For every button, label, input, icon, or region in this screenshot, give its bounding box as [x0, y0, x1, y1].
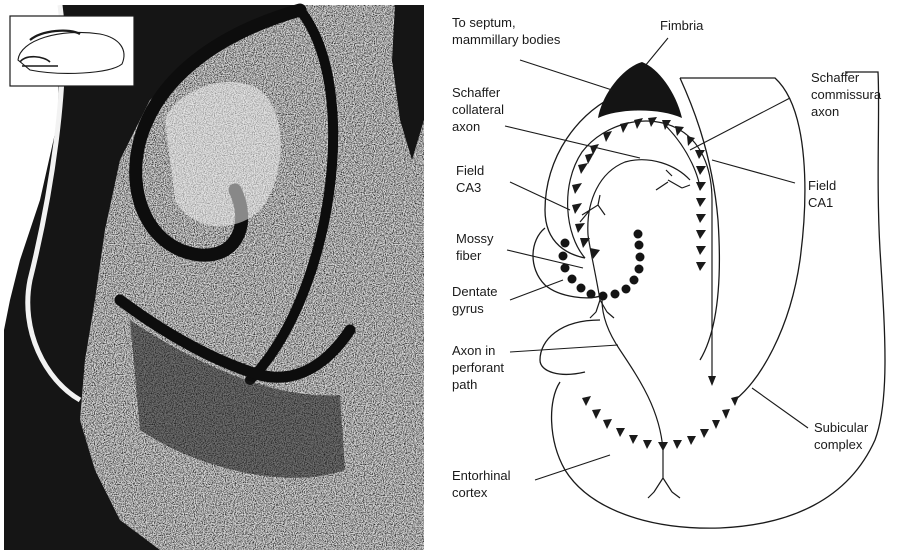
- granule-cell: [577, 284, 586, 293]
- label-field-ca3-2: CA3: [456, 180, 481, 195]
- entorhinal-cell: [700, 429, 709, 438]
- pyramidal-cell: [696, 182, 706, 191]
- leader-subicular-complex: [752, 388, 808, 428]
- ca1-dendrite: [656, 170, 690, 190]
- inset-diagram: [10, 16, 134, 86]
- hilus-region: [165, 82, 281, 226]
- label-schaffer-commissural-3: axon: [811, 104, 839, 119]
- entorhinal-cell: [616, 428, 625, 437]
- label-dentate-gyrus-2: gyrus: [452, 301, 484, 316]
- label-schaffer-collateral: Schaffer: [452, 85, 501, 100]
- leader-to-septum: [520, 60, 612, 90]
- entorhinal-cell: [731, 396, 739, 406]
- pyramidal-cell: [580, 238, 590, 248]
- ca1-axon-arrowhead: [708, 376, 716, 386]
- label-schaffer-commissural-2: commissura: [811, 87, 882, 102]
- pyramidal-cell: [575, 223, 585, 233]
- pyramidal-cell: [696, 166, 706, 175]
- label-field-ca3: Field: [456, 163, 484, 178]
- label-subicular-complex-2: complex: [814, 437, 863, 452]
- label-fimbria: Fimbria: [660, 18, 704, 33]
- label-perforant-path-2: perforant: [452, 360, 504, 375]
- pyramidal-cell: [696, 262, 706, 271]
- granule-cell: [635, 241, 644, 250]
- granule-cell: [561, 239, 570, 248]
- granule-cell: [611, 290, 620, 299]
- entorhinal-cell: [673, 440, 682, 449]
- granule-cell: [622, 285, 631, 294]
- entorhinal-cell: [658, 442, 668, 451]
- pyramidal-cell: [696, 230, 706, 239]
- label-dentate-gyrus: Dentate: [452, 284, 498, 299]
- leader-entorhinal-cortex: [535, 455, 610, 480]
- ca1-pyramidal-cells: [620, 117, 706, 271]
- entorhinal-cell: [687, 436, 696, 445]
- leader-dentate-gyrus: [510, 280, 563, 300]
- label-schaffer-collateral-2: collateral: [452, 102, 504, 117]
- leader-schaffer-commissural: [690, 98, 790, 150]
- pyramidal-cell: [634, 118, 643, 129]
- granule-cell: [568, 275, 577, 284]
- entorhinal-cell: [629, 435, 638, 444]
- leader-mossy-fiber: [507, 250, 583, 268]
- pyramidal-cell: [585, 153, 594, 164]
- label-mossy-fiber-2: fiber: [456, 248, 482, 263]
- entorhinal-cell: [722, 409, 730, 419]
- entorhinal-cell: [592, 409, 601, 419]
- granule-cell: [587, 290, 596, 299]
- leader-perforant-path: [510, 345, 618, 352]
- label-field-ca1: Field: [808, 178, 836, 193]
- leader-field-ca3: [510, 182, 570, 210]
- pyramidal-cell: [620, 122, 629, 133]
- granule-cell: [635, 265, 644, 274]
- granule-cell: [636, 253, 645, 262]
- entorhinal-cell: [582, 396, 591, 406]
- label-entorhinal-cortex-2: cortex: [452, 485, 488, 500]
- schaffer-commissural-path: [665, 125, 700, 190]
- label-schaffer-commissural: Schaffer: [811, 70, 860, 85]
- pyramidal-cell: [696, 246, 706, 255]
- label-to-septum: To septum,: [452, 15, 516, 30]
- entorhinal-cell: [643, 440, 652, 449]
- label-entorhinal-cortex: Entorhinal: [452, 468, 511, 483]
- circuit-diagram: To septum, mammillary bodies Fimbria Sch…: [452, 15, 885, 528]
- label-perforant-path: Axon in: [452, 343, 495, 358]
- label-perforant-path-3: path: [452, 377, 477, 392]
- outer-c-outline: [533, 90, 628, 298]
- label-subicular-complex: Subicular: [814, 420, 869, 435]
- perforant-path-axon: [602, 300, 663, 450]
- granule-cell: [599, 292, 608, 301]
- granule-cell: [634, 230, 643, 239]
- entorhinal-cell: [603, 419, 612, 429]
- schaffer-collateral-path: [588, 160, 690, 235]
- label-to-septum-2: mammillary bodies: [452, 32, 561, 47]
- entorhinal-cells: [582, 396, 739, 451]
- label-schaffer-collateral-3: axon: [452, 119, 480, 134]
- pyramidal-cell: [696, 198, 706, 207]
- label-field-ca1-2: CA1: [808, 195, 833, 210]
- histology-photo: [4, 5, 424, 550]
- pyramidal-cell: [572, 183, 582, 194]
- leader-field-ca1: [712, 160, 795, 183]
- pyramidal-cell: [696, 214, 706, 223]
- entorhinal-dendrite: [648, 450, 680, 498]
- label-mossy-fiber: Mossy: [456, 231, 494, 246]
- pyramidal-cell: [590, 144, 599, 155]
- pyramidal-cell: [572, 203, 582, 214]
- entorhinal-cell: [712, 420, 720, 429]
- granule-cell: [559, 252, 568, 261]
- granule-cell: [630, 276, 639, 285]
- pyramidal-cell: [578, 163, 588, 174]
- leader-fimbria: [645, 38, 668, 66]
